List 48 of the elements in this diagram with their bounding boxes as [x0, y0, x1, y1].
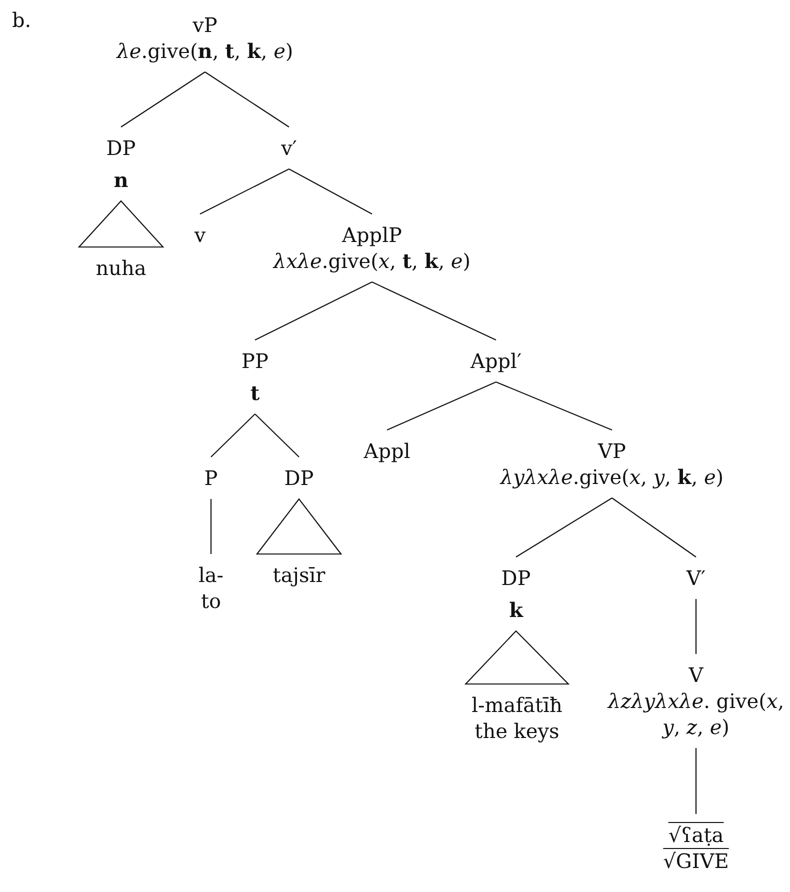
tree-node-label: DP [284, 465, 314, 491]
tree-node-label: PP [242, 348, 268, 374]
tree-node-label: v′ [281, 135, 297, 161]
tree-branch [210, 499, 212, 554]
tree-branch [120, 72, 206, 128]
node-annotation: the keys [474, 718, 560, 744]
tree-branch [612, 498, 696, 558]
tree-node-label: Appl′ [470, 348, 522, 374]
node-annotation: λyλxλe.give(x, y, k, e) [500, 464, 724, 490]
tree-branch [288, 168, 372, 214]
node-annotation: k [509, 597, 523, 623]
tree-node-label: ApplP [342, 222, 402, 248]
tree-node-label: V [688, 662, 704, 688]
tree-branch [695, 748, 697, 814]
node-annotation: λxλe.give(x, t, k, e) [273, 248, 471, 274]
tree-branch [254, 282, 372, 340]
node-annotation: n [114, 167, 128, 193]
tree-branch [204, 72, 290, 128]
tree-branch [254, 414, 300, 458]
node-annotation: √GIVE [663, 848, 729, 874]
tree-node-label: DP [106, 135, 136, 161]
tree-branch [200, 168, 290, 214]
triangle-branch [464, 630, 570, 685]
tree-node-label: DP [501, 565, 531, 591]
tree-node-label: √ʕaṭa [668, 822, 724, 848]
tree-branch [695, 599, 697, 654]
tree-branch [372, 282, 496, 340]
triangle-branch [78, 200, 164, 248]
tree-node-label: vP [192, 12, 218, 38]
tree-branch [516, 498, 612, 558]
tree-node-label: l-mafātīħ [472, 692, 562, 718]
tree-node-label: V′ [686, 565, 706, 591]
tree-node-label: nuha [96, 255, 146, 281]
tree-node-label: la- [198, 562, 224, 588]
node-annotation: λzλyλxλe. give(x, y, z, e) [606, 688, 786, 740]
tree-node-label: VP [598, 438, 626, 464]
tree-node-label: v [194, 222, 206, 248]
tree-node-label: tajsīr [272, 562, 326, 588]
triangle-branch [256, 498, 342, 555]
tree-branch [210, 414, 256, 458]
node-annotation: t [250, 380, 260, 406]
tree-branch [496, 382, 612, 430]
example-label: b. [12, 8, 32, 32]
tree-branch [386, 382, 496, 430]
node-annotation: to [200, 588, 222, 614]
tree-node-label: P [204, 465, 218, 491]
tree-node-label: Appl [364, 438, 410, 464]
node-annotation: λe.give(n, t, k, e) [116, 38, 294, 64]
